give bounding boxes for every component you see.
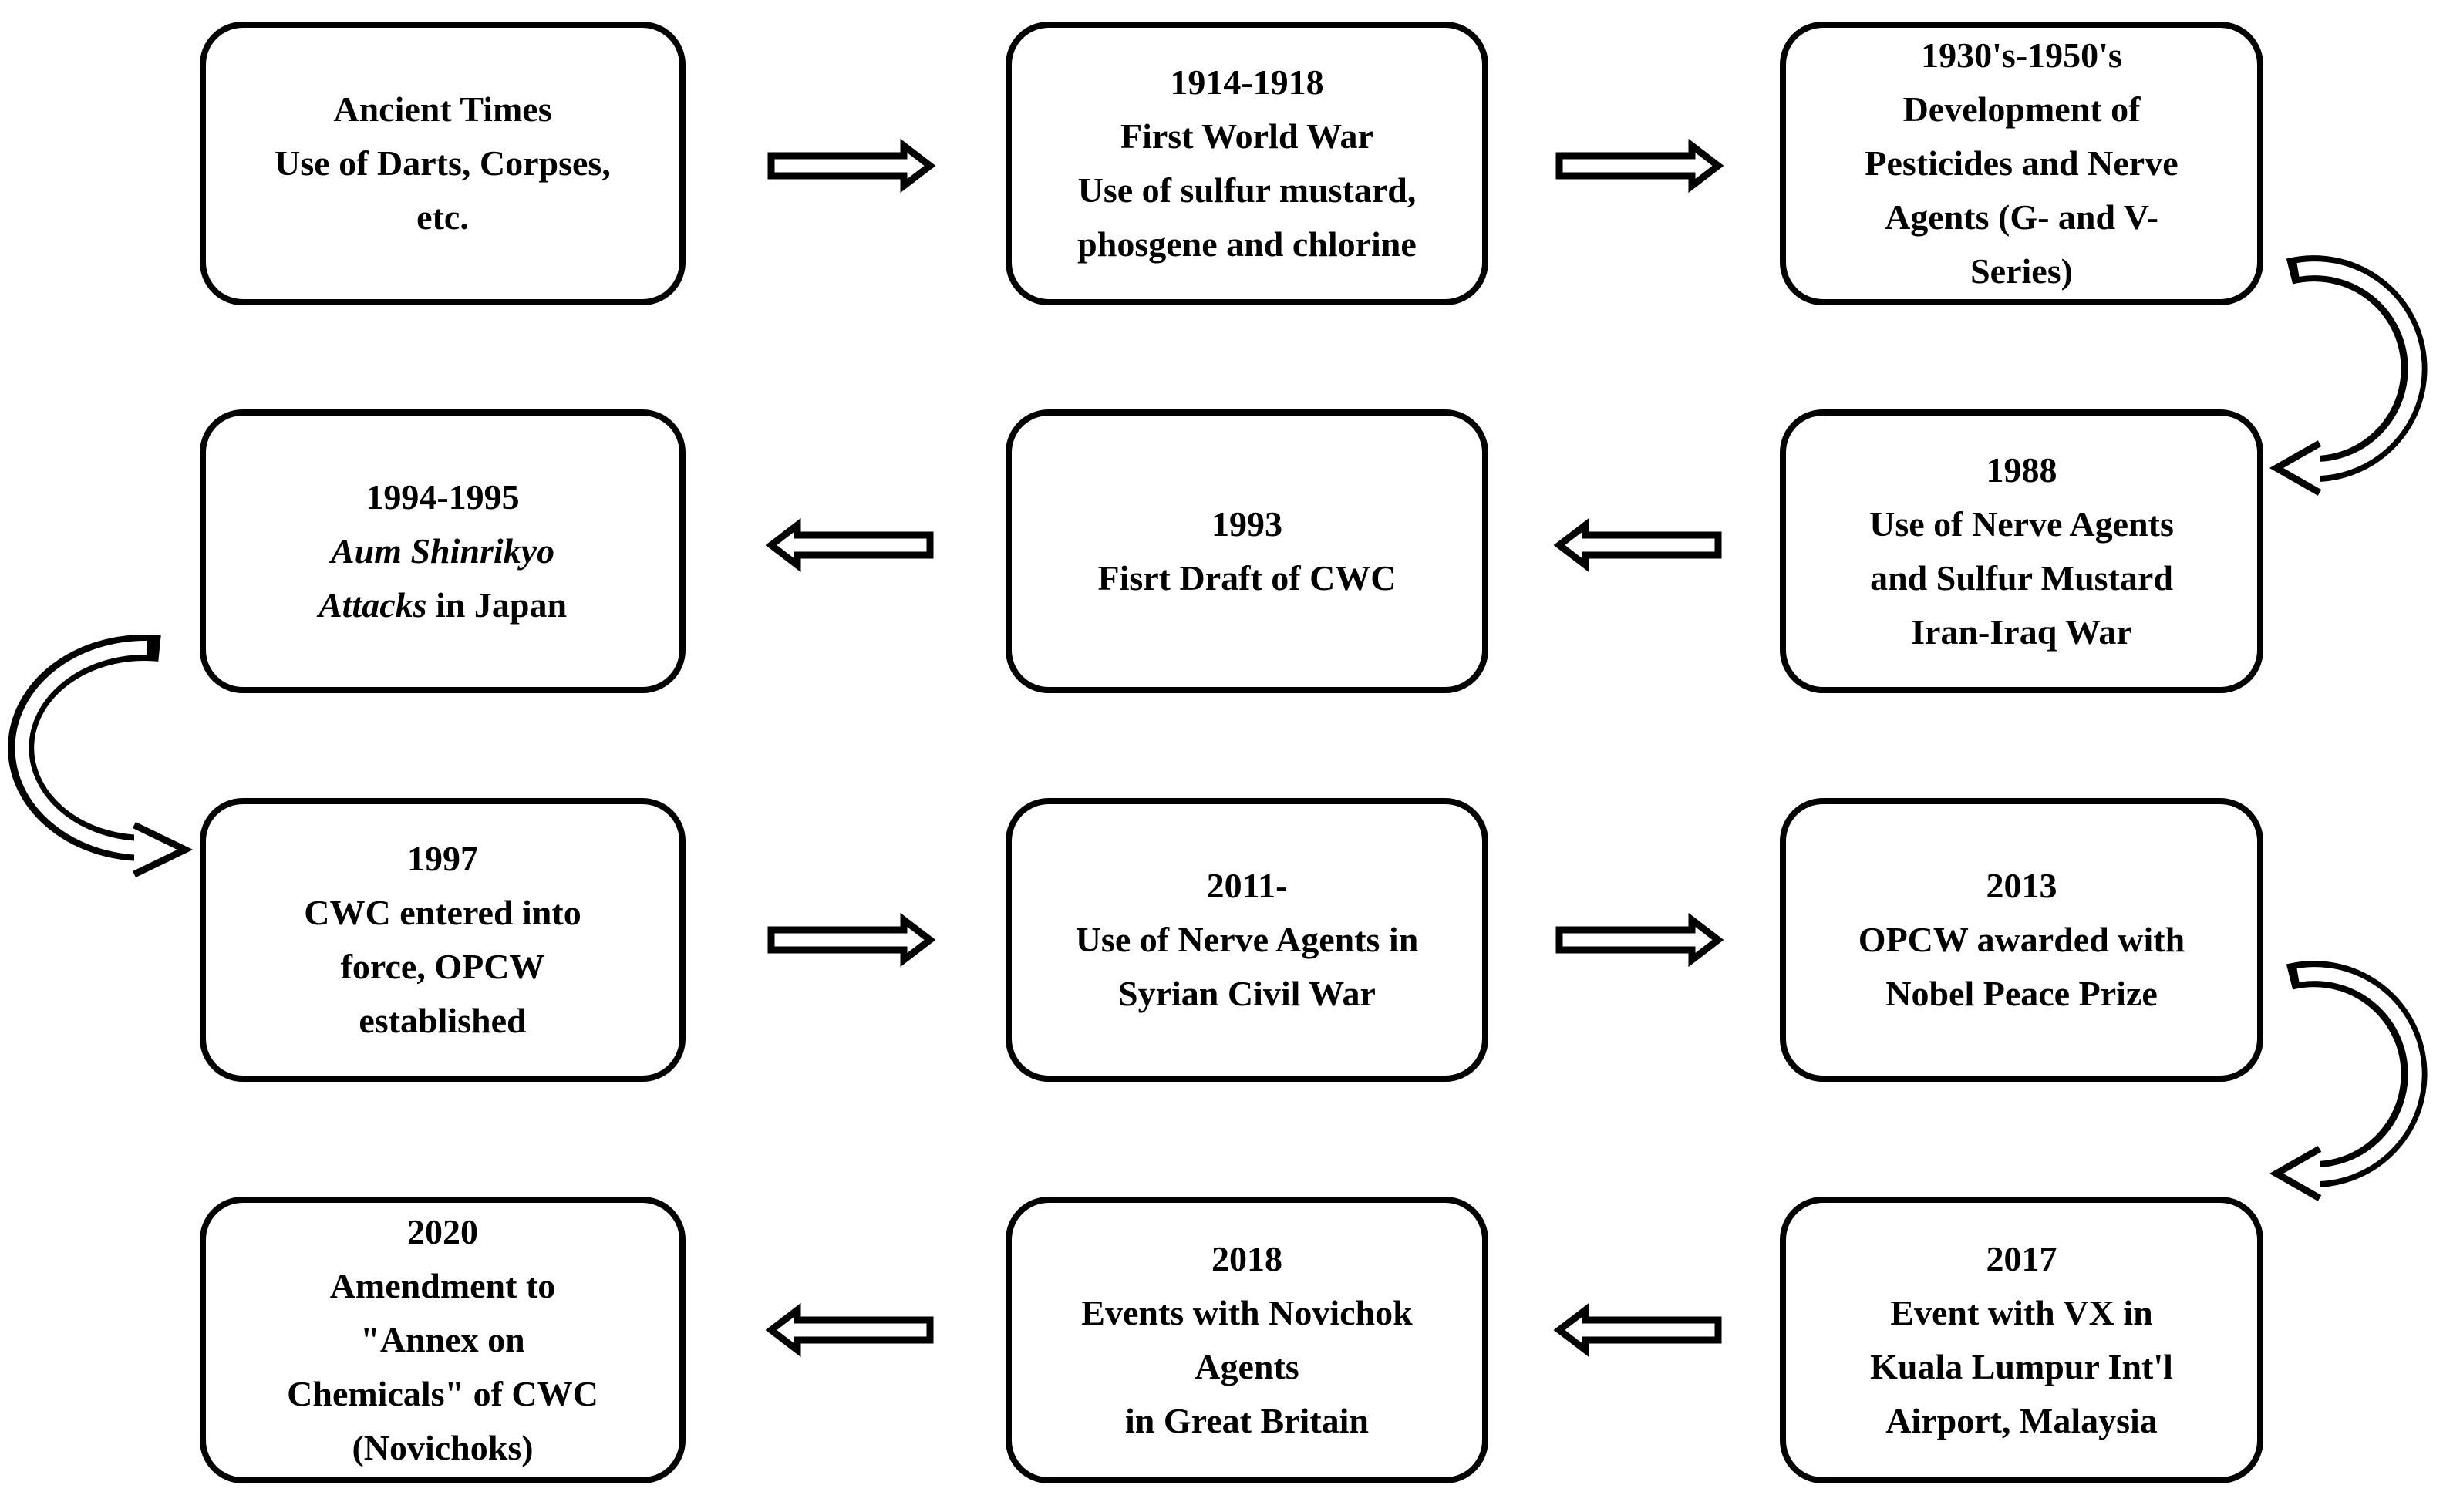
box-line: 2020 bbox=[407, 1212, 478, 1251]
box-line: 2017 bbox=[1986, 1239, 2057, 1278]
arrow-left-icon bbox=[765, 517, 934, 573]
box-line: Use of Nerve Agents in bbox=[1075, 920, 1419, 959]
box-line: 2013 bbox=[1986, 866, 2057, 905]
curved-arrow-down-left-icon bbox=[2269, 961, 2428, 1201]
arrow-right-icon bbox=[767, 912, 936, 968]
box-line-italic: Aum Shinrikyo bbox=[330, 531, 555, 571]
box-line: 1988 bbox=[1986, 450, 2057, 490]
box-line: and Sulfur Mustard bbox=[1870, 558, 2173, 598]
arrow-right-icon bbox=[1555, 912, 1724, 968]
timeline-box-aum-shinrikyo: 1994-1995 Aum Shinrikyo Attacks in Japan bbox=[200, 409, 686, 693]
timeline-box-first-world-war: 1914-1918 First World War Use of sulfur … bbox=[1006, 22, 1488, 305]
box-line: Ancient Times bbox=[333, 89, 552, 129]
timeline-box-syrian-civil-war: 2011- Use of Nerve Agents in Syrian Civi… bbox=[1006, 798, 1488, 1082]
arrow-left-icon bbox=[1553, 517, 1722, 573]
box-line: Nobel Peace Prize bbox=[1885, 974, 2158, 1013]
box-line-italic-segment: Attacks bbox=[318, 585, 427, 625]
timeline-box-iran-iraq-war: 1988 Use of Nerve Agents and Sulfur Must… bbox=[1780, 409, 2263, 693]
timeline-box-kuala-lumpur-vx: 2017 Event with VX in Kuala Lumpur Int'l… bbox=[1780, 1197, 2263, 1483]
box-line: Use of Nerve Agents bbox=[1869, 504, 2174, 544]
box-line: Amendment to bbox=[329, 1266, 556, 1305]
arrow-right-icon bbox=[1555, 138, 1724, 194]
box-line: established bbox=[359, 1001, 527, 1040]
box-line: Use of Darts, Corpses, bbox=[275, 143, 611, 183]
box-line: Airport, Malaysia bbox=[1885, 1401, 2158, 1440]
box-line-regular-segment: in Japan bbox=[426, 585, 568, 625]
timeline-box-novichok-britain: 2018 Events with Novichok Agents in Grea… bbox=[1006, 1197, 1488, 1483]
arrow-right-icon bbox=[767, 138, 936, 194]
box-line: Kuala Lumpur Int'l bbox=[1870, 1347, 2173, 1386]
timeline-box-first-draft-cwc: 1993 Fisrt Draft of CWC bbox=[1006, 409, 1488, 693]
box-line: CWC entered into bbox=[304, 893, 581, 932]
box-line: Pesticides and Nerve bbox=[1865, 143, 2178, 183]
box-line: 2011- bbox=[1206, 866, 1288, 905]
box-line: 2018 bbox=[1211, 1239, 1282, 1278]
box-line: "Annex on bbox=[360, 1320, 525, 1359]
box-line: Syrian Civil War bbox=[1118, 974, 1376, 1013]
box-line: 1994-1995 bbox=[366, 477, 520, 517]
box-line: Agents (G- and V- bbox=[1885, 197, 2158, 237]
box-line: OPCW awarded with bbox=[1858, 920, 2185, 959]
box-line: Attacks in Japan bbox=[318, 578, 567, 632]
box-line: Events with Novichok bbox=[1081, 1293, 1413, 1332]
box-line: force, OPCW bbox=[340, 947, 545, 986]
box-line: phosgene and chlorine bbox=[1077, 224, 1417, 264]
timeline-box-annex-amendment: 2020 Amendment to "Annex on Chemicals" o… bbox=[200, 1197, 686, 1483]
box-line: Fisrt Draft of CWC bbox=[1097, 558, 1397, 598]
curved-arrow-down-right-icon bbox=[8, 635, 194, 878]
box-line: 1997 bbox=[407, 839, 478, 878]
box-line: 1914-1918 bbox=[1170, 62, 1324, 102]
box-line: 1930's-1950's bbox=[1921, 35, 2122, 75]
box-line: Development of bbox=[1902, 89, 2141, 129]
box-line: Series) bbox=[1970, 251, 2073, 291]
box-line: Iran-Iraq War bbox=[1911, 612, 2132, 652]
timeline-box-pesticides-nerve-agents: 1930's-1950's Development of Pesticides … bbox=[1780, 22, 2263, 305]
box-line: in Great Britain bbox=[1124, 1401, 1370, 1440]
box-line: (Novichoks) bbox=[352, 1428, 534, 1467]
timeline-box-nobel-peace-prize: 2013 OPCW awarded with Nobel Peace Prize bbox=[1780, 798, 2263, 1082]
box-line: Chemicals" of CWC bbox=[287, 1374, 598, 1413]
arrow-left-icon bbox=[765, 1302, 934, 1358]
box-line: 1993 bbox=[1211, 504, 1282, 544]
arrow-left-icon bbox=[1553, 1302, 1722, 1358]
box-line: Use of sulfur mustard, bbox=[1077, 170, 1417, 210]
box-line: First World War bbox=[1120, 116, 1373, 156]
box-line: Agents bbox=[1195, 1347, 1299, 1386]
box-line: etc. bbox=[416, 197, 469, 237]
box-line: Event with VX in bbox=[1890, 1293, 2153, 1332]
curved-arrow-down-left-icon bbox=[2269, 255, 2428, 496]
timeline-box-cwc-entered-force: 1997 CWC entered into force, OPCW establ… bbox=[200, 798, 686, 1082]
timeline-box-ancient-times: Ancient Times Use of Darts, Corpses, etc… bbox=[200, 22, 686, 305]
